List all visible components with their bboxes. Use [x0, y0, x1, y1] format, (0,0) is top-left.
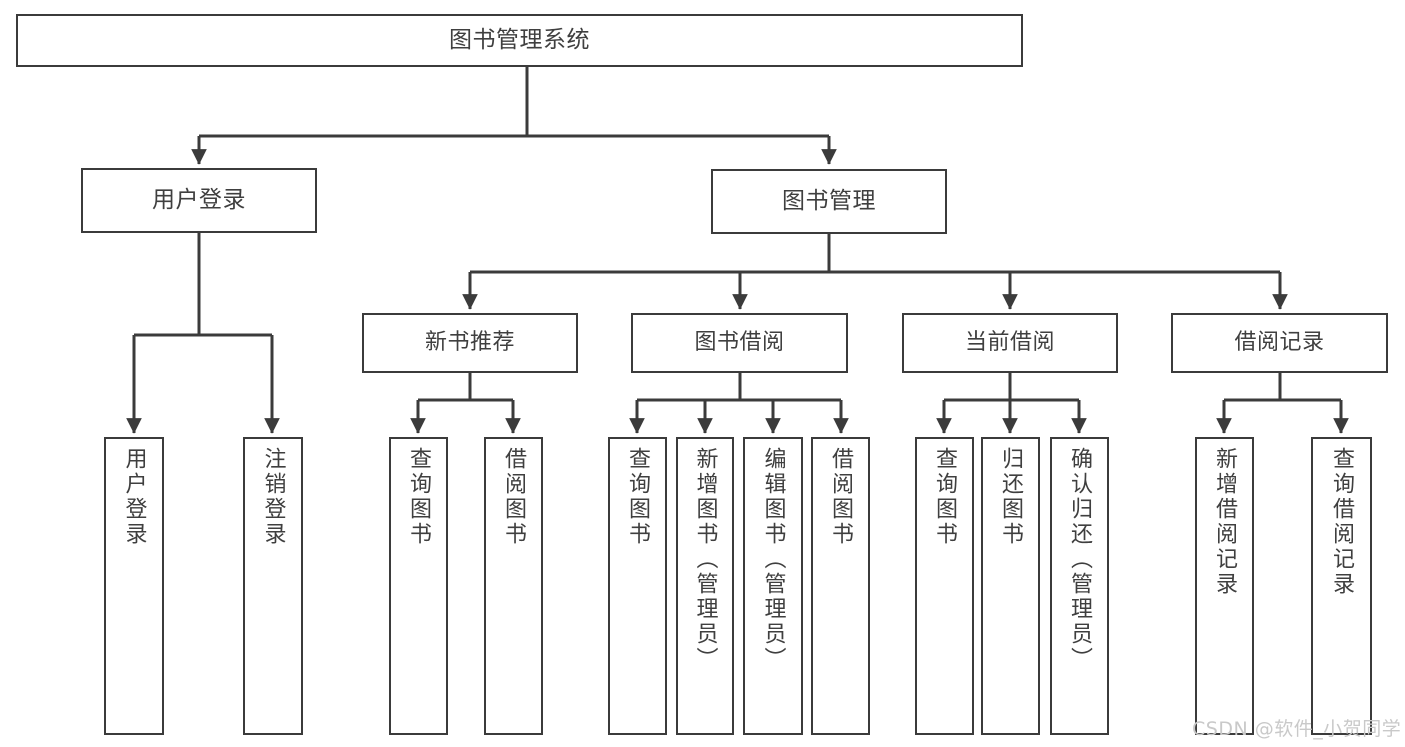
- leaf-current-confirm-return-label: 确认归还（管理员）: [1067, 447, 1093, 672]
- leaf-user-login[interactable]: 用户登录: [104, 437, 164, 735]
- leaf-newbook-borrow-book-label: 借阅图书: [501, 447, 527, 547]
- leaf-borrow-add-book[interactable]: 新增图书（管理员）: [676, 437, 734, 735]
- leaf-borrow-add-book-label: 新增图书（管理员）: [692, 447, 718, 672]
- node-book-management-label: 图书管理: [782, 188, 876, 215]
- leaf-newbook-query-book-label: 查询图书: [406, 447, 432, 547]
- leaf-record-query-record[interactable]: 查询借阅记录: [1311, 437, 1372, 735]
- leaf-newbook-query-book[interactable]: 查询图书: [389, 437, 448, 735]
- node-root-label: 图书管理系统: [449, 27, 590, 54]
- leaf-borrow-query-book-label: 查询图书: [625, 447, 651, 547]
- node-user-login-label: 用户登录: [152, 187, 246, 214]
- node-user-login[interactable]: 用户登录: [81, 168, 317, 233]
- leaf-current-return-book-label: 归还图书: [998, 447, 1024, 547]
- node-new-book-recommend-label: 新书推荐: [424, 330, 515, 356]
- leaf-current-query-book[interactable]: 查询图书: [915, 437, 974, 735]
- leaf-record-add-record-label: 新增借阅记录: [1212, 447, 1238, 597]
- node-new-book-recommend[interactable]: 新书推荐: [362, 313, 578, 373]
- leaf-current-confirm-return[interactable]: 确认归还（管理员）: [1050, 437, 1109, 735]
- node-current-borrow-label: 当前借阅: [964, 330, 1055, 356]
- leaf-current-query-book-label: 查询图书: [932, 447, 958, 547]
- leaf-logout[interactable]: 注销登录: [243, 437, 303, 735]
- leaf-record-query-record-label: 查询借阅记录: [1329, 447, 1355, 597]
- leaf-newbook-borrow-book[interactable]: 借阅图书: [484, 437, 543, 735]
- node-borrow-record[interactable]: 借阅记录: [1171, 313, 1388, 373]
- leaf-record-add-record[interactable]: 新增借阅记录: [1195, 437, 1254, 735]
- node-book-borrow[interactable]: 图书借阅: [631, 313, 848, 373]
- leaf-borrow-query-book[interactable]: 查询图书: [608, 437, 667, 735]
- leaf-borrow-borrow-book-label: 借阅图书: [828, 447, 854, 547]
- leaf-borrow-borrow-book[interactable]: 借阅图书: [811, 437, 870, 735]
- leaf-user-login-label: 用户登录: [121, 447, 147, 547]
- node-current-borrow[interactable]: 当前借阅: [902, 313, 1118, 373]
- node-book-borrow-label: 图书借阅: [694, 330, 785, 356]
- leaf-current-return-book[interactable]: 归还图书: [981, 437, 1040, 735]
- leaf-borrow-edit-book[interactable]: 编辑图书（管理员）: [743, 437, 803, 735]
- node-borrow-record-label: 借阅记录: [1234, 330, 1325, 356]
- node-book-management[interactable]: 图书管理: [711, 169, 947, 234]
- node-root[interactable]: 图书管理系统: [16, 14, 1023, 67]
- leaf-borrow-edit-book-label: 编辑图书（管理员）: [760, 447, 786, 672]
- leaf-logout-label: 注销登录: [260, 447, 286, 547]
